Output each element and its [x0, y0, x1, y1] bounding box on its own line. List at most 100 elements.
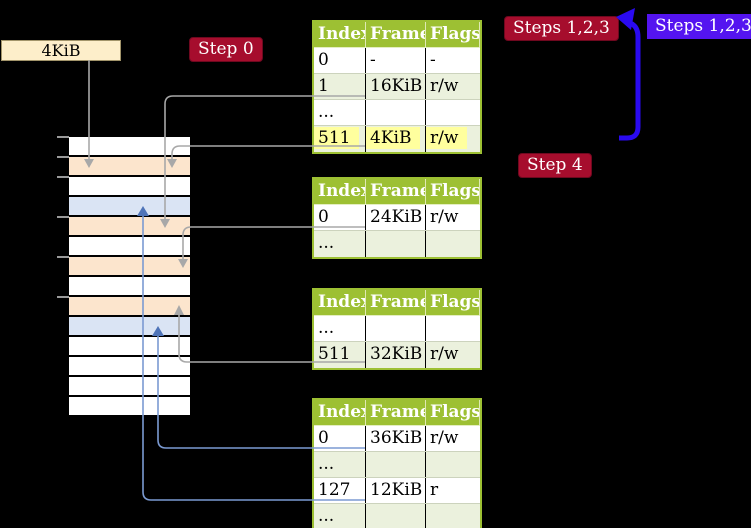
header-cell-index: Index [314, 290, 366, 315]
cell-index: 127 [314, 478, 366, 503]
header-cell-frame: Frame [366, 400, 426, 425]
connector-l4-index1-to-frame-16kib [164, 95, 365, 219]
cell-index: 511 [314, 126, 366, 152]
header-cell-frame: Frame [366, 22, 426, 47]
address-tick-mark [57, 136, 69, 138]
arrowhead-frame-4kib-b [167, 159, 177, 168]
cell-index: ... [314, 316, 366, 341]
arrowhead-frame-4kib-a [84, 159, 94, 168]
cell-flags: - [430, 50, 436, 70]
header-cell-flags: Flags [426, 400, 480, 425]
header-cell-index: Index [314, 400, 366, 425]
shortcut-arrow-line [619, 20, 641, 141]
highlighted-value: 4KiB [366, 127, 421, 149]
connector-l4-index511-to-frame-4kib [171, 145, 365, 159]
cell-flags: r/w [430, 344, 459, 364]
memory-frame-row-11 [69, 357, 190, 375]
cell-frame [366, 231, 426, 257]
cell-index: ... [314, 231, 366, 257]
arrowhead-frame-24kib [178, 259, 188, 268]
shortcut-arrowhead [616, 8, 635, 30]
memory-frame-row-8 [69, 297, 190, 315]
connector-l2-index511-to-frame-32kib [178, 315, 365, 363]
cell-flags: r/w [430, 76, 459, 96]
cell-frame: 12KiB [366, 478, 426, 503]
cell-frame: 16KiB [366, 74, 426, 99]
cell-index: 1 [314, 74, 366, 99]
memory-frame-row-2 [69, 177, 190, 195]
cell-index: 0 [314, 426, 366, 451]
address-tick-mark [57, 216, 69, 218]
cell-flags: r [430, 480, 439, 500]
address-tick-mark [57, 256, 69, 258]
address-tick-mark [57, 296, 69, 298]
cell-index: 0 [314, 48, 366, 73]
memory-frame-row-0 [69, 137, 190, 155]
highlighted-value: 511 [314, 127, 360, 149]
memory-frame-row-3 [69, 197, 190, 215]
memory-frame-row-4 [69, 217, 190, 235]
connector-l1-index0-to-frame-36kib [157, 336, 365, 449]
header-cell-flags: Flags [426, 179, 480, 204]
cell-frame [366, 504, 426, 528]
cell-frame [366, 452, 426, 477]
header-cell-index: Index [314, 179, 366, 204]
table-row: ... [314, 231, 480, 257]
header-cell-frame: Frame [366, 179, 426, 204]
header-cell-frame: Frame [366, 290, 426, 315]
arrowhead-frame-36kib [152, 326, 164, 336]
cell-index: 511 [314, 342, 366, 368]
cell-flags: r/w [430, 428, 459, 448]
arrowhead-frame-12kib [137, 206, 149, 216]
memory-frame-row-7 [69, 277, 190, 295]
table-row: ... [314, 504, 480, 528]
cell-index: 0 [314, 205, 366, 230]
header-cell-index: Index [314, 22, 366, 47]
table-row: ... [314, 100, 480, 126]
arrowhead-frame-16kib [160, 219, 170, 228]
cell-frame: 32KiB [366, 342, 426, 368]
cell-frame: - [366, 48, 426, 73]
memory-frame-row-5 [69, 237, 190, 255]
highlighted-value: r/w [426, 127, 468, 149]
address-tick-mark [57, 176, 69, 178]
memory-frame-row-6 [69, 257, 190, 275]
cell-frame: 24KiB [366, 205, 426, 230]
memory-frame-row-10 [69, 337, 190, 355]
page-size-label: 4KiB [1, 40, 121, 61]
steps-1234-badge: Steps 1,2,3,4 [647, 14, 751, 39]
cell-frame [366, 100, 426, 125]
memory-frame-row-12 [69, 377, 190, 395]
table-row: ... [314, 316, 480, 342]
arrowhead-frame-32kib [174, 305, 184, 315]
step-4-badge: Step 4 [518, 153, 592, 178]
step-0-badge: Step 0 [189, 37, 263, 62]
steps-123-badge: Steps 1,2,3 [504, 16, 619, 41]
memory-frame-row-13 [69, 397, 190, 415]
cell-index: ... [314, 504, 366, 528]
header-cell-flags: Flags [426, 290, 480, 315]
cell-flags: r/w [426, 126, 480, 152]
cell-index: ... [314, 100, 366, 125]
connector-l1-index127-to-frame-12kib [142, 216, 365, 501]
address-tick-mark [57, 156, 69, 158]
cell-frame: 36KiB [366, 426, 426, 451]
table-row: ... [314, 452, 480, 478]
cell-index: ... [314, 452, 366, 477]
cell-flags: r/w [430, 207, 459, 227]
memory-frame-row-1 [69, 157, 190, 175]
cell-frame [366, 316, 426, 341]
cell-frame: 4KiB [366, 126, 426, 152]
connector-l3-index0-to-frame-24kib [182, 226, 365, 259]
